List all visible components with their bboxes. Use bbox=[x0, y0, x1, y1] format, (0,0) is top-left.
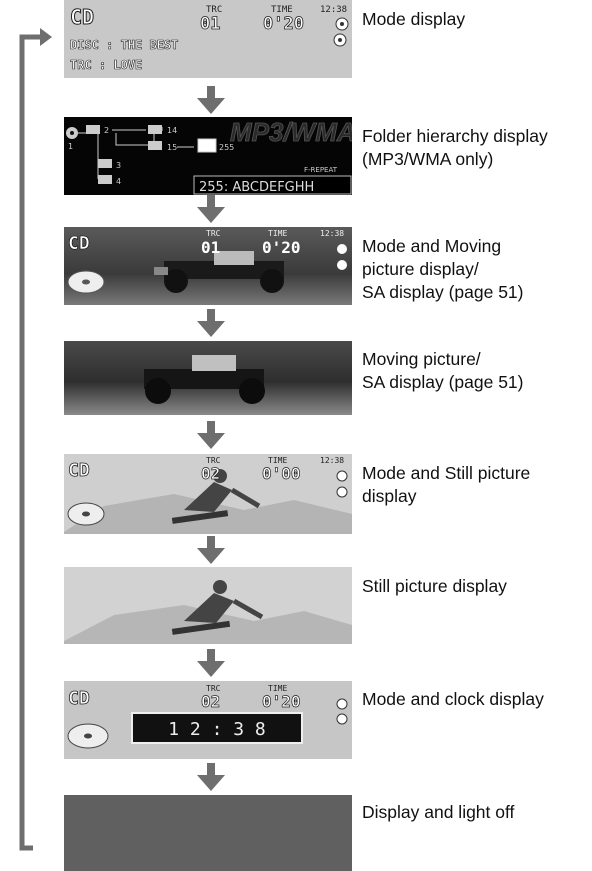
down-arrow-6 bbox=[197, 649, 225, 679]
trc-label: TRC bbox=[206, 229, 221, 238]
time-value: 0'20 bbox=[263, 14, 304, 34]
panel-mode-display: CD TRC 01 TIME 0'20 12:38 DISC : THE BES… bbox=[64, 0, 352, 78]
disc-line: DISC : THE BEST bbox=[70, 38, 178, 52]
mode-text: CD bbox=[68, 688, 90, 709]
panel-folder-hierarchy: MP3/WMA 1 2 14 15 255 3 4 F-REPEAT 255: … bbox=[64, 117, 352, 195]
clock-value: 12:38 bbox=[320, 229, 344, 238]
time-label: TIME bbox=[268, 229, 287, 238]
selected-folder-icon bbox=[198, 139, 216, 152]
label-moving-picture: Moving picture/ SA display (page 51) bbox=[362, 348, 588, 394]
folder-icon bbox=[148, 125, 162, 134]
label-display-off: Display and light off bbox=[362, 801, 588, 824]
panel-moving-picture bbox=[64, 341, 352, 415]
trc-value: 02 bbox=[201, 464, 220, 483]
folder-icon bbox=[148, 141, 162, 150]
panel-display-off bbox=[64, 795, 352, 871]
folder-15: 15 bbox=[167, 143, 177, 152]
disc-icon bbox=[337, 471, 347, 481]
trc-value: 01 bbox=[201, 238, 220, 257]
down-arrow-5 bbox=[197, 536, 225, 566]
label-mode-still-picture: Mode and Still picture display bbox=[362, 462, 588, 508]
disc-icon bbox=[337, 699, 347, 709]
folder-icon bbox=[98, 159, 112, 168]
panel-mode-moving-picture: CD TRC 01 TIME 0'20 12:38 bbox=[64, 227, 352, 305]
trc-value: 02 bbox=[201, 692, 220, 711]
folder-14: 14 bbox=[167, 126, 177, 135]
panel-still-picture bbox=[64, 567, 352, 644]
loop-back-arrow bbox=[0, 0, 60, 871]
folder-3: 3 bbox=[116, 161, 121, 170]
down-arrow-2 bbox=[197, 195, 225, 225]
big-clock: 1 2 : 3 8 bbox=[168, 719, 266, 740]
label-mode-clock: Mode and clock display bbox=[362, 688, 588, 711]
mp3-wma-logo: MP3/WMA bbox=[230, 117, 352, 147]
down-arrow-3 bbox=[197, 309, 225, 339]
folder-2: 2 bbox=[104, 126, 109, 135]
folder-name: 255: ABCDEFGHH bbox=[199, 180, 314, 195]
down-arrow-1 bbox=[197, 86, 225, 116]
time-value: 0'20 bbox=[262, 692, 301, 711]
label-folder-hierarchy: Folder hierarchy display (MP3/WMA only) bbox=[362, 125, 588, 171]
panel-mode-still-picture: CD TRC 02 TIME 0'00 12:38 bbox=[64, 454, 352, 534]
time-value: 0'20 bbox=[262, 238, 301, 257]
repeat-indicator: F-REPEAT bbox=[304, 166, 338, 174]
mode-text: CD bbox=[70, 5, 94, 29]
clock-value: 12:38 bbox=[320, 5, 347, 15]
label-still-picture: Still picture display bbox=[362, 575, 588, 598]
clock-value: 12:38 bbox=[320, 456, 344, 465]
mode-text: CD bbox=[68, 233, 90, 254]
panel-mode-clock: CD TRC 02 TIME 0'20 1 2 : 3 8 bbox=[64, 681, 352, 759]
mode-text: CD bbox=[68, 460, 90, 481]
trc-line: TRC : LOVE bbox=[70, 58, 142, 72]
folder-255: 255 bbox=[219, 143, 234, 152]
trc-value: 01 bbox=[200, 14, 220, 34]
time-value: 0'00 bbox=[262, 464, 301, 483]
folder-1: 1 bbox=[68, 142, 73, 151]
folder-4: 4 bbox=[116, 177, 121, 186]
folder-icon bbox=[98, 175, 112, 184]
down-arrow-4 bbox=[197, 421, 225, 451]
label-mode-moving-picture: Mode and Moving picture display/ SA disp… bbox=[362, 235, 588, 304]
folder-icon bbox=[86, 125, 100, 134]
down-arrow-7 bbox=[197, 763, 225, 793]
label-mode-display: Mode display bbox=[362, 8, 588, 31]
disc-icon bbox=[337, 244, 347, 254]
